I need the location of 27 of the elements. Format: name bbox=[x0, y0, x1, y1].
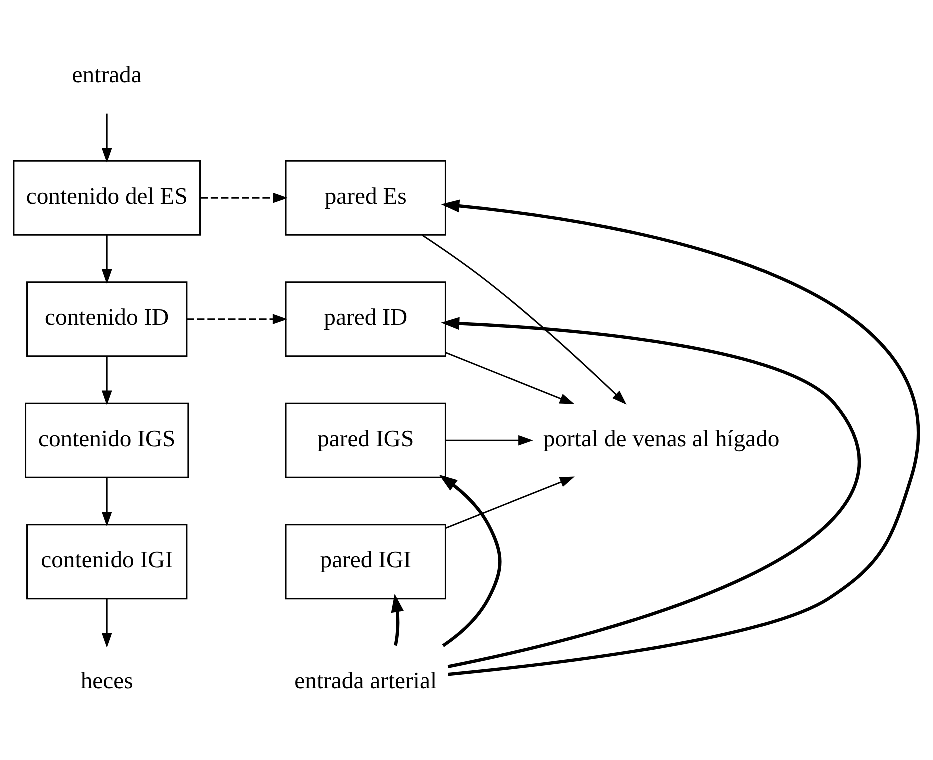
arrow bbox=[102, 235, 112, 284]
node-box: contenido IGI bbox=[26, 524, 188, 600]
arrow bbox=[102, 598, 112, 648]
node-box: contenido IGS bbox=[25, 402, 190, 478]
node-box: pared IGS bbox=[285, 402, 446, 478]
arrow bbox=[441, 200, 920, 676]
arrow bbox=[102, 478, 112, 527]
node-text: portal de venas al hígado bbox=[543, 426, 780, 452]
arrow bbox=[439, 474, 502, 648]
arrow bbox=[446, 352, 575, 404]
node-box: contenido del ES bbox=[13, 160, 201, 236]
node-text: entrada bbox=[72, 62, 142, 88]
arrow bbox=[102, 114, 112, 164]
node-text: heces bbox=[80, 668, 134, 695]
arrow bbox=[446, 476, 575, 530]
node-box: pared Es bbox=[285, 160, 446, 236]
arrow bbox=[200, 192, 288, 204]
arrow bbox=[446, 435, 534, 446]
node-box: contenido ID bbox=[26, 282, 188, 358]
node-text: entrada arterial bbox=[294, 668, 438, 695]
arrow bbox=[422, 234, 627, 405]
arrow bbox=[102, 356, 112, 406]
arrow bbox=[186, 314, 288, 325]
arrow bbox=[391, 594, 404, 646]
arrow bbox=[441, 317, 861, 668]
node-box: pared ID bbox=[285, 282, 446, 358]
node-box: pared IGI bbox=[285, 524, 446, 600]
